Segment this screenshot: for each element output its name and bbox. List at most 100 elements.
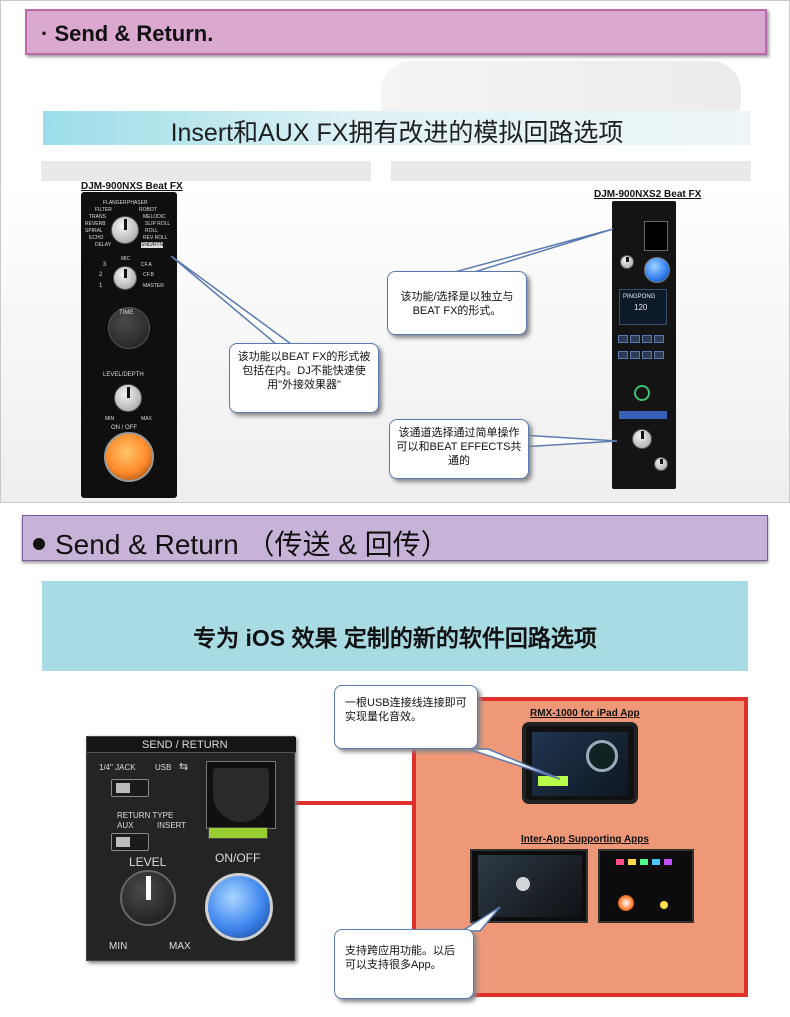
- effect-label: TRANS: [89, 214, 106, 220]
- effect-label: DELAY: [95, 242, 112, 248]
- callout-right-top-pointer: [450, 228, 614, 274]
- djm-900nxs-beat-fx-panel: FLANGER FILTER TRANS REVERB SPIRAL ECHO …: [81, 192, 177, 498]
- channel-label: 3: [103, 262, 107, 268]
- send-return-switch[interactable]: [644, 221, 668, 251]
- beat-button[interactable]: [642, 335, 652, 343]
- aux-label: AUX: [117, 821, 134, 830]
- channel-select-knob[interactable]: [632, 429, 652, 449]
- effect-select-knob[interactable]: [111, 216, 139, 244]
- channel-label: MIC: [121, 256, 131, 262]
- callout-left-pointer: [170, 255, 294, 345]
- beat-button[interactable]: [630, 351, 640, 359]
- effect-label: MELODIC: [143, 214, 166, 220]
- slide1-subtitle: Insert和AUX FX拥有改进的模拟回路选项: [43, 111, 751, 147]
- panel-header: SEND / RETURN: [87, 737, 296, 753]
- channel-label: MASTER: [143, 283, 164, 289]
- onoff-button[interactable]: [644, 257, 670, 283]
- beat-button[interactable]: [630, 335, 640, 343]
- send-return-panel: SEND / RETURN 1/4" JACK USB ⇆ RETURN TYP…: [86, 736, 296, 961]
- effect-label: FILTER: [95, 207, 112, 213]
- callout-pointers: [170, 228, 618, 448]
- lcd-bpm-value: 120: [634, 303, 648, 312]
- faded-background-band: [41, 161, 371, 181]
- effect-label: FLANGER: [103, 200, 127, 206]
- color-fx-knob[interactable]: [654, 457, 668, 471]
- time-button[interactable]: [108, 307, 150, 349]
- beat-button[interactable]: [618, 351, 628, 359]
- beat-fx-onoff-button[interactable]: [634, 385, 650, 401]
- onoff-label: ON / OFF: [111, 425, 137, 431]
- connector-line: [294, 801, 414, 805]
- channel-label: 1: [99, 283, 103, 289]
- level-depth-label: LEVEL/DEPTH: [103, 372, 144, 378]
- effect-label: REV ROLL: [143, 235, 168, 241]
- slide2-header-text: Send & Return （传送 & 回传）: [55, 529, 449, 560]
- slide-send-return-ios: Send & Return （传送 & 回传） 专为 iOS 效果 定制的新的软…: [0, 511, 790, 1017]
- ipad-app-label: RMX-1000 for iPad App: [530, 708, 640, 719]
- panel-title: SEND / RETURN: [142, 739, 228, 751]
- effect-label: SPIRAL: [85, 228, 103, 234]
- callout-top-pointer: [467, 748, 561, 780]
- callout-right-top: 该功能/选择是以独立与BEAT FX的形式。: [387, 271, 527, 335]
- insert-label: INSERT: [157, 821, 187, 830]
- beat-button[interactable]: [642, 351, 652, 359]
- level-knob[interactable]: [620, 255, 634, 269]
- callout-right-bottom: 该通道选择通过简单操作可以和BEAT EFFECTS共通的: [389, 419, 529, 479]
- beat-button[interactable]: [654, 351, 664, 359]
- min-label: MIN: [105, 416, 115, 422]
- onoff-label: ON/OFF: [215, 851, 261, 865]
- return-type-label: RETURN TYPE: [117, 811, 174, 820]
- djm-900nxs2-beat-fx-panel: PINGPONG 120: [612, 201, 676, 489]
- min-label: MIN: [109, 941, 128, 952]
- send-return-fader[interactable]: [206, 761, 276, 829]
- fx-frequency-bar: [619, 411, 667, 419]
- callout-top: 一根USB连接线连接即可实现量化音效。: [334, 685, 478, 749]
- channel-label: CF.A: [141, 262, 152, 268]
- channel-label: CF.B: [143, 272, 154, 278]
- max-label: MAX: [169, 941, 191, 952]
- level-knob[interactable]: [120, 870, 176, 926]
- callout-left: 该功能以BEAT FX的形式被包括在内。DJ不能快速使用"外接效果器": [229, 343, 379, 413]
- slide-insert-aux: · Send & Return. Insert和AUX FX拥有改进的模拟回路选…: [0, 0, 790, 503]
- interapp-thumbnail-2: [598, 849, 694, 923]
- return-type-switch[interactable]: [111, 833, 149, 851]
- effect-label: ECHO: [89, 235, 104, 241]
- effect-label-highlighted: SND/RTN: [141, 242, 164, 248]
- callout-right-bottom-pointer: [520, 434, 618, 448]
- usb-icon: ⇆: [179, 761, 189, 773]
- beat-button[interactable]: [654, 335, 664, 343]
- channel-label: 2: [99, 272, 103, 278]
- lcd-effect-name: PINGPONG: [623, 294, 656, 300]
- usb-label: USB: [155, 763, 172, 772]
- onoff-button[interactable]: [205, 873, 273, 941]
- jack-label: 1/4" JACK: [99, 763, 136, 772]
- channel-select-knob[interactable]: [113, 266, 137, 290]
- effect-label: SLIP ROLL: [145, 221, 171, 227]
- indicator-strip: [208, 827, 268, 839]
- device-right-label: DJM-900NXS2 Beat FX: [594, 189, 702, 200]
- callout-bottom-pointer: [459, 906, 501, 932]
- slide2-header: Send & Return （传送 & 回传）: [22, 515, 768, 561]
- slide2-subtitle: 专为 iOS 效果 定制的新的软件回路选项: [42, 581, 748, 671]
- max-label: MAX: [141, 416, 152, 422]
- faded-background-band: [391, 161, 751, 181]
- effect-label: PHASER: [127, 200, 148, 206]
- effect-label: ROLL: [145, 228, 159, 234]
- level-label: LEVEL: [129, 855, 167, 869]
- effect-label: ROBOT: [139, 207, 157, 213]
- onoff-button[interactable]: [104, 432, 154, 482]
- bullet-icon: [33, 537, 45, 550]
- beat-fx-display: PINGPONG 120: [619, 289, 667, 325]
- interapp-thumbnail-1: [470, 849, 588, 923]
- effect-label: REVERB: [85, 221, 106, 227]
- slide1-header: · Send & Return.: [25, 9, 767, 55]
- interapp-label: Inter-App Supporting Apps: [521, 834, 649, 845]
- time-label: TIME: [119, 310, 134, 316]
- callout-bottom: 支持跨应用功能。以后可以支持很多App。: [334, 929, 474, 999]
- source-switch[interactable]: [111, 779, 149, 797]
- rmx-1000-ipad-thumbnail: [522, 722, 638, 804]
- device-left-label: DJM-900NXS Beat FX: [81, 181, 183, 192]
- level-depth-knob[interactable]: [114, 384, 142, 412]
- beat-button[interactable]: [618, 335, 628, 343]
